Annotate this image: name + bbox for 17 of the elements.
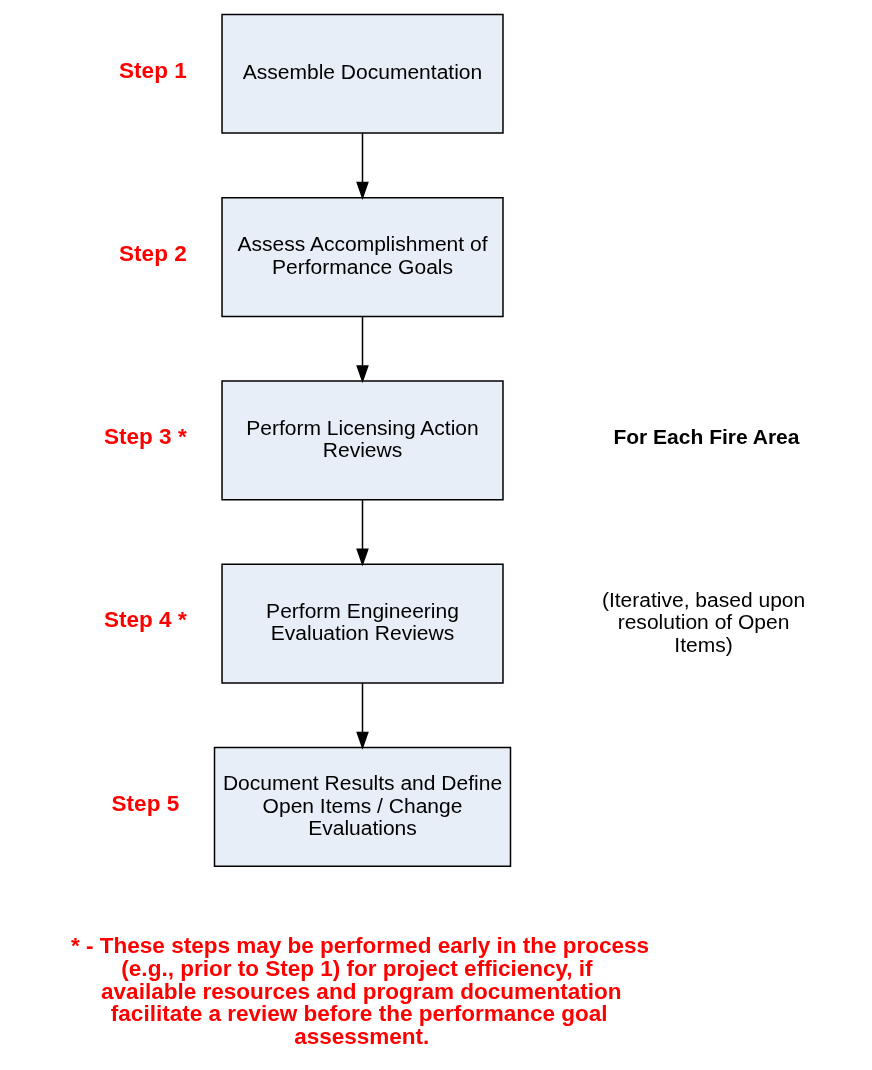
- arrow: [355, 682, 369, 750]
- node-box: Perform Licensing Action Reviews: [220, 380, 504, 501]
- node-label: Step 4 *: [103, 607, 187, 633]
- arrow: [355, 132, 369, 200]
- arrow: [355, 499, 369, 567]
- node-label: Step 5: [111, 790, 179, 816]
- node-label: Step 3 *: [103, 424, 187, 450]
- node-box: Document Results and Define Open Items / Change Evaluations: [213, 746, 511, 868]
- node-label: Step 2: [118, 240, 187, 266]
- node-label: Step 1: [118, 57, 187, 83]
- label: * - These steps may be performed early in the process (e.g., prior to Step 1) for project efficiency, if available resources and program documentation facilitate a review before the performance goal assessment.: [70, 933, 649, 1049]
- arrow: [355, 315, 369, 384]
- label: For Each Fire Area: [612, 425, 800, 449]
- node-box: Assemble Documentation: [220, 13, 504, 134]
- node-box: Assess Accomplishment of Performance Goals: [220, 196, 504, 318]
- node-box: Perform Engineering Evaluation Reviews: [220, 563, 504, 684]
- label: (Iterative, based upon resolution of Open Items): [601, 587, 805, 656]
